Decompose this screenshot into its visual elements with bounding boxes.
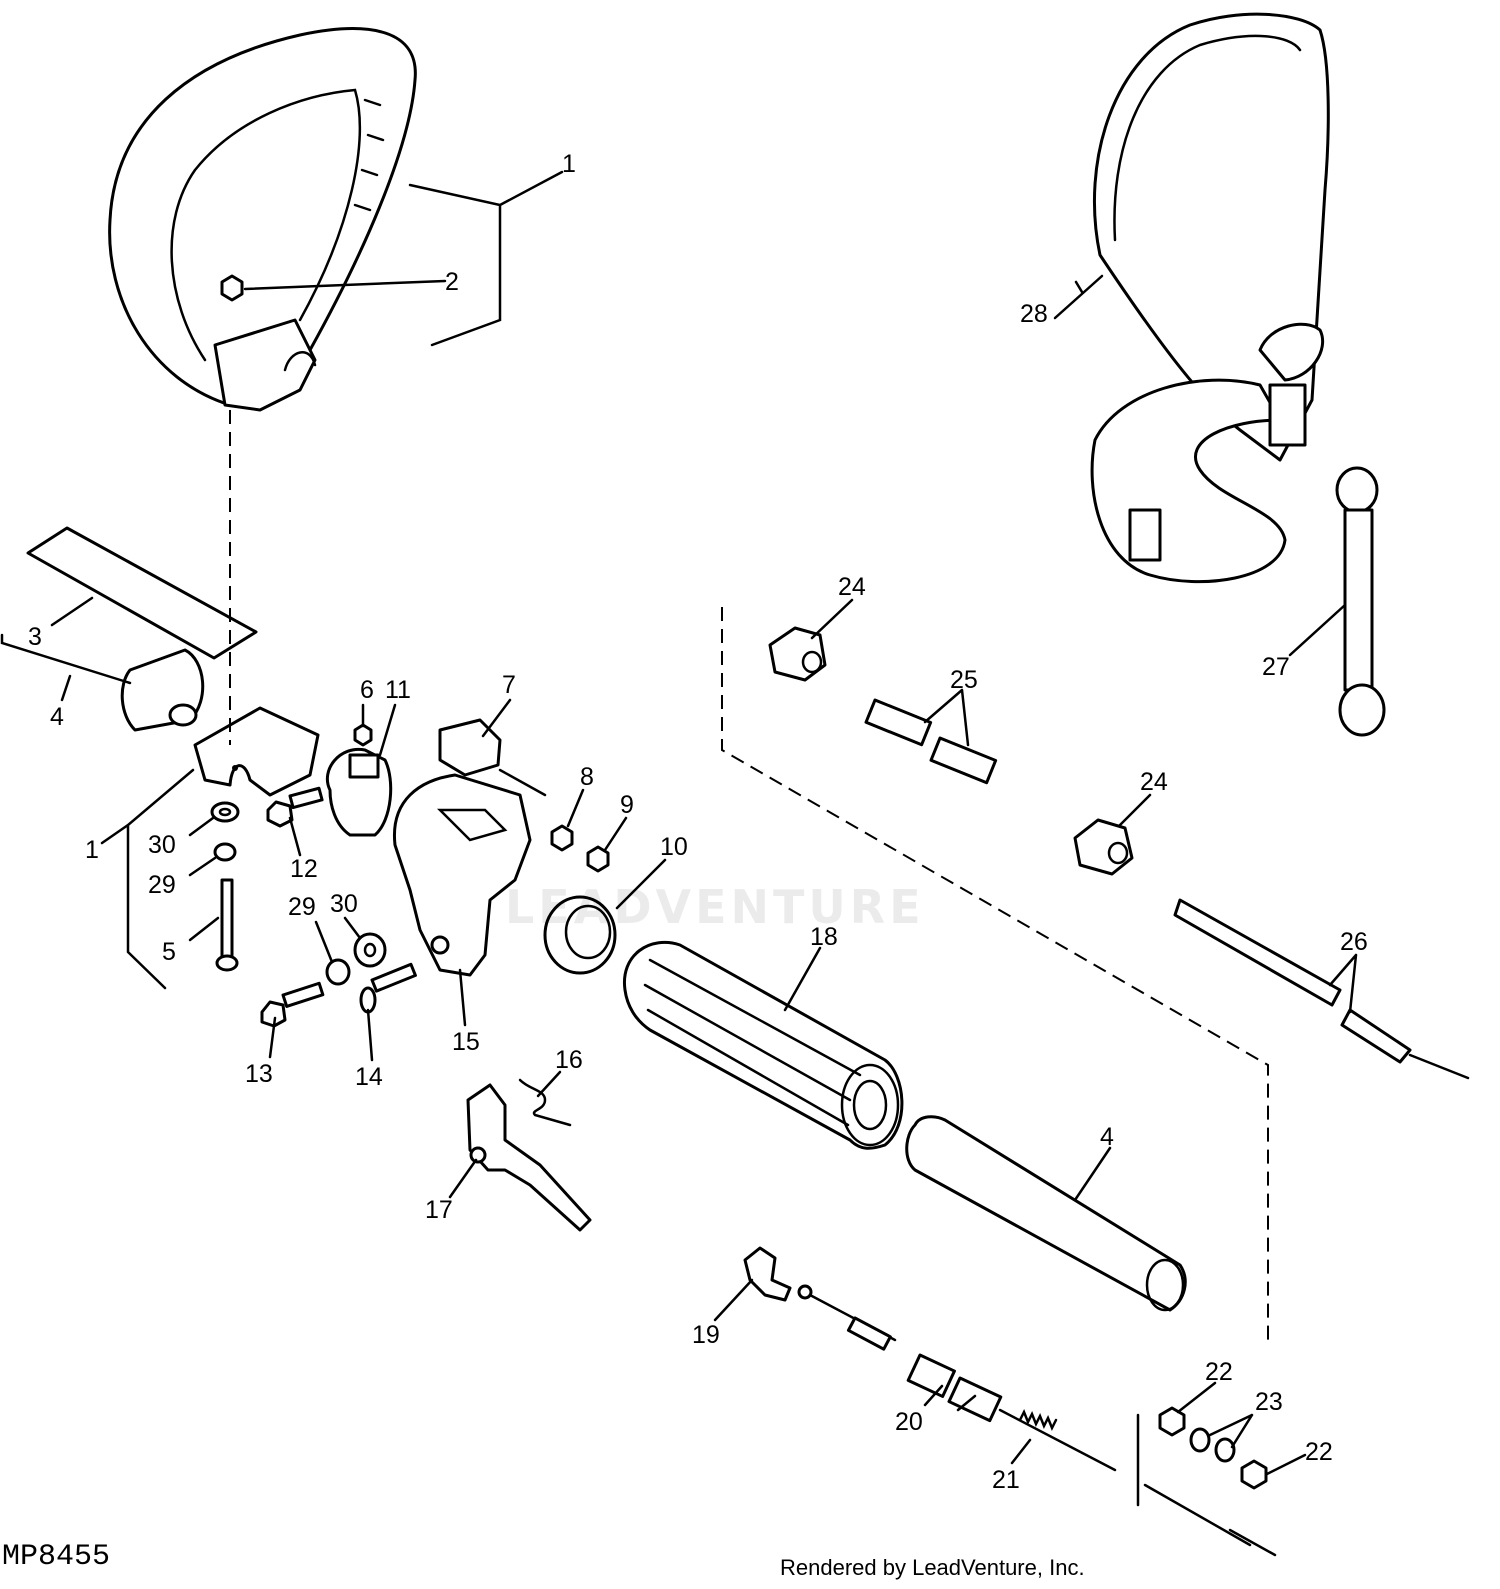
screw-part-13 xyxy=(260,981,325,1028)
callout-24-b: 24 xyxy=(1140,768,1168,796)
callout-5: 5 xyxy=(162,938,176,966)
callout-12: 12 xyxy=(290,855,318,883)
nut-part-6 xyxy=(353,723,373,747)
assembly-line-tube xyxy=(721,607,1269,1345)
screw-part-12 xyxy=(266,786,324,828)
callout-10: 10 xyxy=(660,833,688,861)
callout-23: 23 xyxy=(1255,1388,1283,1416)
loop-handle xyxy=(108,27,417,412)
callout-17: 17 xyxy=(425,1196,453,1224)
callout-29-a: 29 xyxy=(148,871,176,899)
callout-20: 20 xyxy=(895,1408,923,1436)
screw-part-14 xyxy=(359,962,417,1014)
callout-labels: 1 2 3 4 1 30 29 5 6 11 7 8 9 10 12 29 30… xyxy=(28,150,1368,1494)
clamp-half-part-1 xyxy=(193,706,320,797)
cable-end-part-19 xyxy=(743,1246,897,1351)
nut-part-2 xyxy=(220,274,244,302)
callout-18: 18 xyxy=(810,923,838,951)
callout-25: 25 xyxy=(950,666,978,694)
washer-part-30-b xyxy=(353,932,387,968)
shaft-part-26 xyxy=(1173,898,1470,1080)
callout-9: 9 xyxy=(620,791,634,819)
callout-4-long: 4 xyxy=(1100,1123,1114,1151)
callout-13: 13 xyxy=(245,1060,273,1088)
nut-part-22-b xyxy=(1240,1459,1268,1490)
callout-30-a: 30 xyxy=(148,831,176,859)
clamp-part-11 xyxy=(326,747,393,837)
coupler-part-24-a xyxy=(768,626,827,682)
render-credit: Rendered by LeadVenture, Inc. xyxy=(780,1555,1085,1580)
callout-22-a: 22 xyxy=(1205,1358,1233,1386)
trigger-part-17 xyxy=(466,1083,592,1232)
callout-1-lower: 1 xyxy=(85,836,99,864)
callout-26: 26 xyxy=(1340,928,1368,956)
lock-washer-part-29-a xyxy=(213,842,237,862)
callout-22-b: 22 xyxy=(1305,1438,1333,1466)
callout-2: 2 xyxy=(445,268,459,296)
harness-part-28 xyxy=(1090,12,1330,584)
washer-part-23 xyxy=(1189,1427,1236,1463)
callout-3: 3 xyxy=(28,623,42,651)
callout-7: 7 xyxy=(502,671,516,699)
watermark-text: LEADVENTURE xyxy=(505,880,925,934)
nut-part-9 xyxy=(586,845,610,873)
spring-part-16 xyxy=(518,1078,572,1127)
callout-24-a: 24 xyxy=(838,573,866,601)
callout-15: 15 xyxy=(452,1028,480,1056)
callout-30-b: 30 xyxy=(330,890,358,918)
callout-14: 14 xyxy=(355,1063,383,1091)
leader-lines xyxy=(0,170,1358,1476)
ring-part-10 xyxy=(543,895,617,975)
callout-6: 6 xyxy=(360,676,374,704)
throttle-housing-part-15 xyxy=(392,773,532,977)
callout-21: 21 xyxy=(992,1466,1020,1494)
callout-29-b: 29 xyxy=(288,893,316,921)
callout-8: 8 xyxy=(580,763,594,791)
link-part-27 xyxy=(1335,466,1386,737)
callout-1-top: 1 xyxy=(562,150,576,178)
drive-part-25 xyxy=(864,698,998,785)
callout-27: 27 xyxy=(1262,653,1290,681)
throttle-cable-part-21 xyxy=(998,1408,1277,1557)
callout-4-small: 4 xyxy=(50,703,64,731)
callout-28: 28 xyxy=(1020,300,1048,328)
tube-part-4-long xyxy=(905,1115,1187,1312)
decal-part-3 xyxy=(26,526,258,660)
nut-part-22-a xyxy=(1158,1406,1186,1437)
coupler-part-24-b xyxy=(1073,818,1134,876)
tube-part-4-small xyxy=(120,648,205,732)
callout-11: 11 xyxy=(385,676,411,704)
callout-16: 16 xyxy=(555,1046,583,1074)
drawing-code: MP8455 xyxy=(2,1540,111,1574)
callout-19: 19 xyxy=(692,1321,720,1349)
washer-part-30-a xyxy=(210,801,240,823)
bolt-part-5 xyxy=(215,878,239,972)
lock-washer-part-29-b xyxy=(325,958,351,986)
nut-part-8 xyxy=(550,824,574,852)
grip-part-18 xyxy=(622,940,904,1150)
